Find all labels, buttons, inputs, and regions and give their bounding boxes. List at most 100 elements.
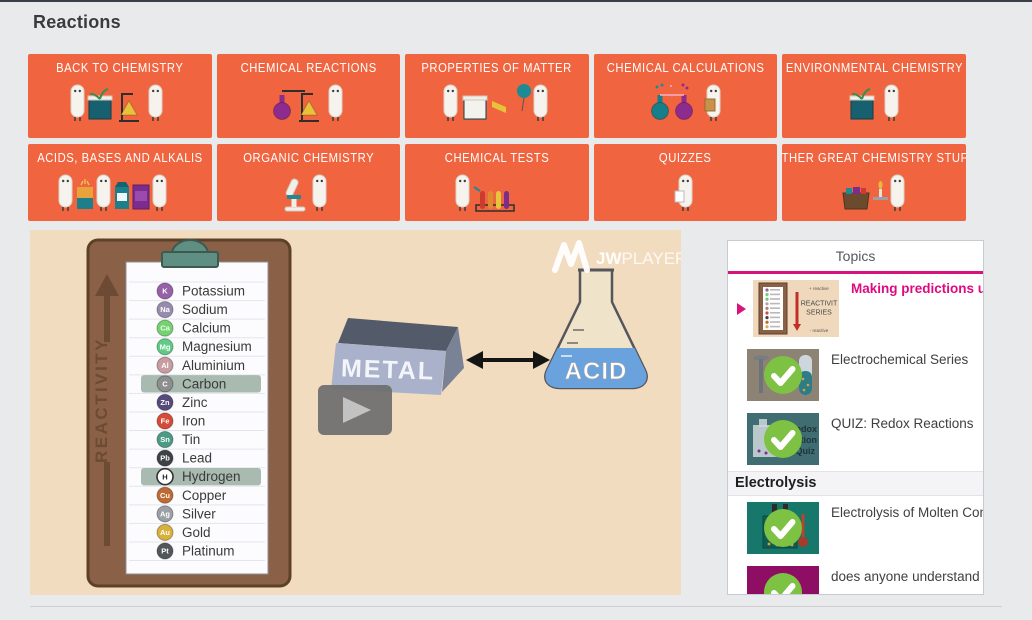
svg-text:Redox: Redox [789,424,817,434]
completed-check-icon [764,509,802,547]
svg-text:+ reactive: + reactive [809,286,829,291]
reactivity-element-row: Ag Silver [156,505,216,523]
reactivity-element-row: C Carbon [141,375,261,393]
reactivity-element-row: Cu Copper [156,486,227,504]
topic-title: Making predictions using rea [851,281,983,296]
nav-tile-organic-chemistry[interactable]: Organic Chemistry [216,144,401,221]
nav-tile-other-great-chemistry-stuff[interactable]: Other Great Chemistry Stuff [782,144,966,221]
nav-tile-back-to-chemistry[interactable]: Back to Chemistry [28,54,212,138]
svg-text:Cu: Cu [160,491,170,500]
topic-item[interactable]: Electrolysis of Molten Compo [728,496,983,560]
svg-text:REACTIVIT: REACTIVIT [801,301,838,308]
properties-of-matter-icon [443,84,548,121]
svg-text:Copper: Copper [182,488,227,503]
nav-tile-chemical-calculations[interactable]: Chemical Calculations [593,54,778,138]
nav-tile-label: Properties of Matter [421,61,573,75]
nav-tile-chemical-tests[interactable]: Chemical Tests [405,144,589,221]
reactivity-axis: REACTIVITY [92,274,119,546]
current-topic-marker-icon [737,302,746,315]
chemical-tests-icon [455,174,515,212]
capsule-character-icon [443,84,458,121]
topic-title: QUIZ: Redox Reactions [831,416,974,431]
svg-text:K: K [162,287,168,296]
nav-tile-acids-bases-and-alkalis[interactable]: Acids, Bases and Alkalis [28,144,212,221]
topic-item[interactable]: does anyone understand the [728,560,983,594]
jar-icon [76,179,93,209]
round-flask-icon [674,95,693,120]
play-icon [343,397,371,423]
svg-text:Hydrogen: Hydrogen [182,469,241,484]
completed-check-icon [764,420,802,458]
svg-text:Zinc: Zinc [182,395,208,410]
capsule-character-icon [148,84,163,121]
svg-text:- reactive: - reactive [810,328,829,333]
reactivity-element-row: Na Sodium [156,301,228,319]
topics-section-header: Electrolysis [728,471,983,496]
reactivity-series-clipboard: REACTIVITY K Potassium Na Sodium Ca Calc… [86,238,292,588]
topic-thumbnail [747,349,819,401]
capsule-character-icon [455,174,470,211]
nav-tile-chemical-reactions[interactable]: Chemical Reactions [216,54,401,138]
svg-text:Al: Al [161,361,169,370]
topic-title: does anyone understand the [831,569,983,584]
svg-text:JWPLAYER: JWPLAYER [596,249,681,268]
acid-flask: ACID [544,268,648,390]
reactivity-element-row: Pt Platinum [156,542,235,560]
capsule-character-icon [58,174,73,211]
nav-tile-properties-of-matter[interactable]: Properties of Matter [405,54,589,138]
nav-tile-label: Chemical Reactions [240,61,377,75]
svg-text:ACID: ACID [565,358,628,385]
svg-text:Gold: Gold [182,525,211,540]
organic-chemistry-icon [284,174,327,212]
capsule-character-icon [312,174,327,211]
topics-sidebar: Topics + reactive REACTIVIT SERIES - rea… [727,240,984,595]
svg-text:SERIES: SERIES [806,310,832,317]
nav-tile-label: Acids, Bases and Alkalis [37,151,203,165]
powder-pack-icon [132,184,150,210]
acids-bases-alkalis-icon [58,174,167,211]
svg-text:Na: Na [160,305,170,314]
reactivity-element-row: Ca Calcium [156,319,231,337]
reactivity-element-row: Mg Magnesium [156,338,252,356]
topic-title: Electrochemical Series [831,352,969,367]
capsule-character-icon [890,174,905,211]
plant-icon [89,88,109,100]
svg-text:Quiz: Quiz [796,446,816,456]
svg-text:REACTIVITY: REACTIVITY [92,337,111,463]
nav-tile-quizzes[interactable]: Quizzes [593,144,778,221]
svg-text:Pb: Pb [160,454,170,463]
topic-item[interactable]: Electrochemical Series [728,343,983,407]
page-title: Reactions [33,12,121,32]
svg-text:Sodium: Sodium [182,302,228,317]
svg-text:Potassium: Potassium [182,284,245,299]
nav-tile-label: Quizzes [659,151,712,165]
beaker-icon [849,95,875,120]
svg-text:Mg: Mg [160,342,171,351]
svg-text:Ag: Ag [160,509,170,518]
topic-item[interactable]: + reactive REACTIVIT SERIES - reactive M… [728,274,983,343]
reactivity-series-thumb: + reactive REACTIVIT SERIES - reactive [753,280,839,337]
jwplayer-logo: JWPLAYER [552,240,687,273]
capsule-character-icon [152,174,167,211]
chemical-reactions-icon [273,84,343,122]
svg-text:C: C [162,379,168,388]
plant-icon [851,88,871,100]
svg-text:Magnesium: Magnesium [182,339,252,354]
topic-thumbnail [747,566,819,594]
nav-tile-environmental-chemistry[interactable]: Environmental Chemistry [782,54,966,138]
capsule-character-icon [328,84,343,121]
svg-text:Carbon: Carbon [182,376,226,391]
svg-text:Sn: Sn [160,435,170,444]
nav-tile-label: Chemical Tests [444,151,550,165]
svg-text:Au: Au [160,528,170,537]
video-player[interactable]: REACTIVITY K Potassium Na Sodium Ca Calc… [30,230,687,595]
box-icon [842,187,870,210]
play-button[interactable] [318,385,392,435]
nav-tile-label: Other Great Chemistry Stuff [782,151,966,165]
topics-list: + reactive REACTIVIT SERIES - reactive M… [728,274,983,594]
bottom-divider [30,606,1002,607]
capsule-character-icon [533,84,548,121]
topic-item[interactable]: Redox ction Quiz QUIZ: Redox Reactions [728,407,983,471]
reactivity-element-row: Fe Iron [156,412,205,430]
microscope-icon [284,178,306,212]
